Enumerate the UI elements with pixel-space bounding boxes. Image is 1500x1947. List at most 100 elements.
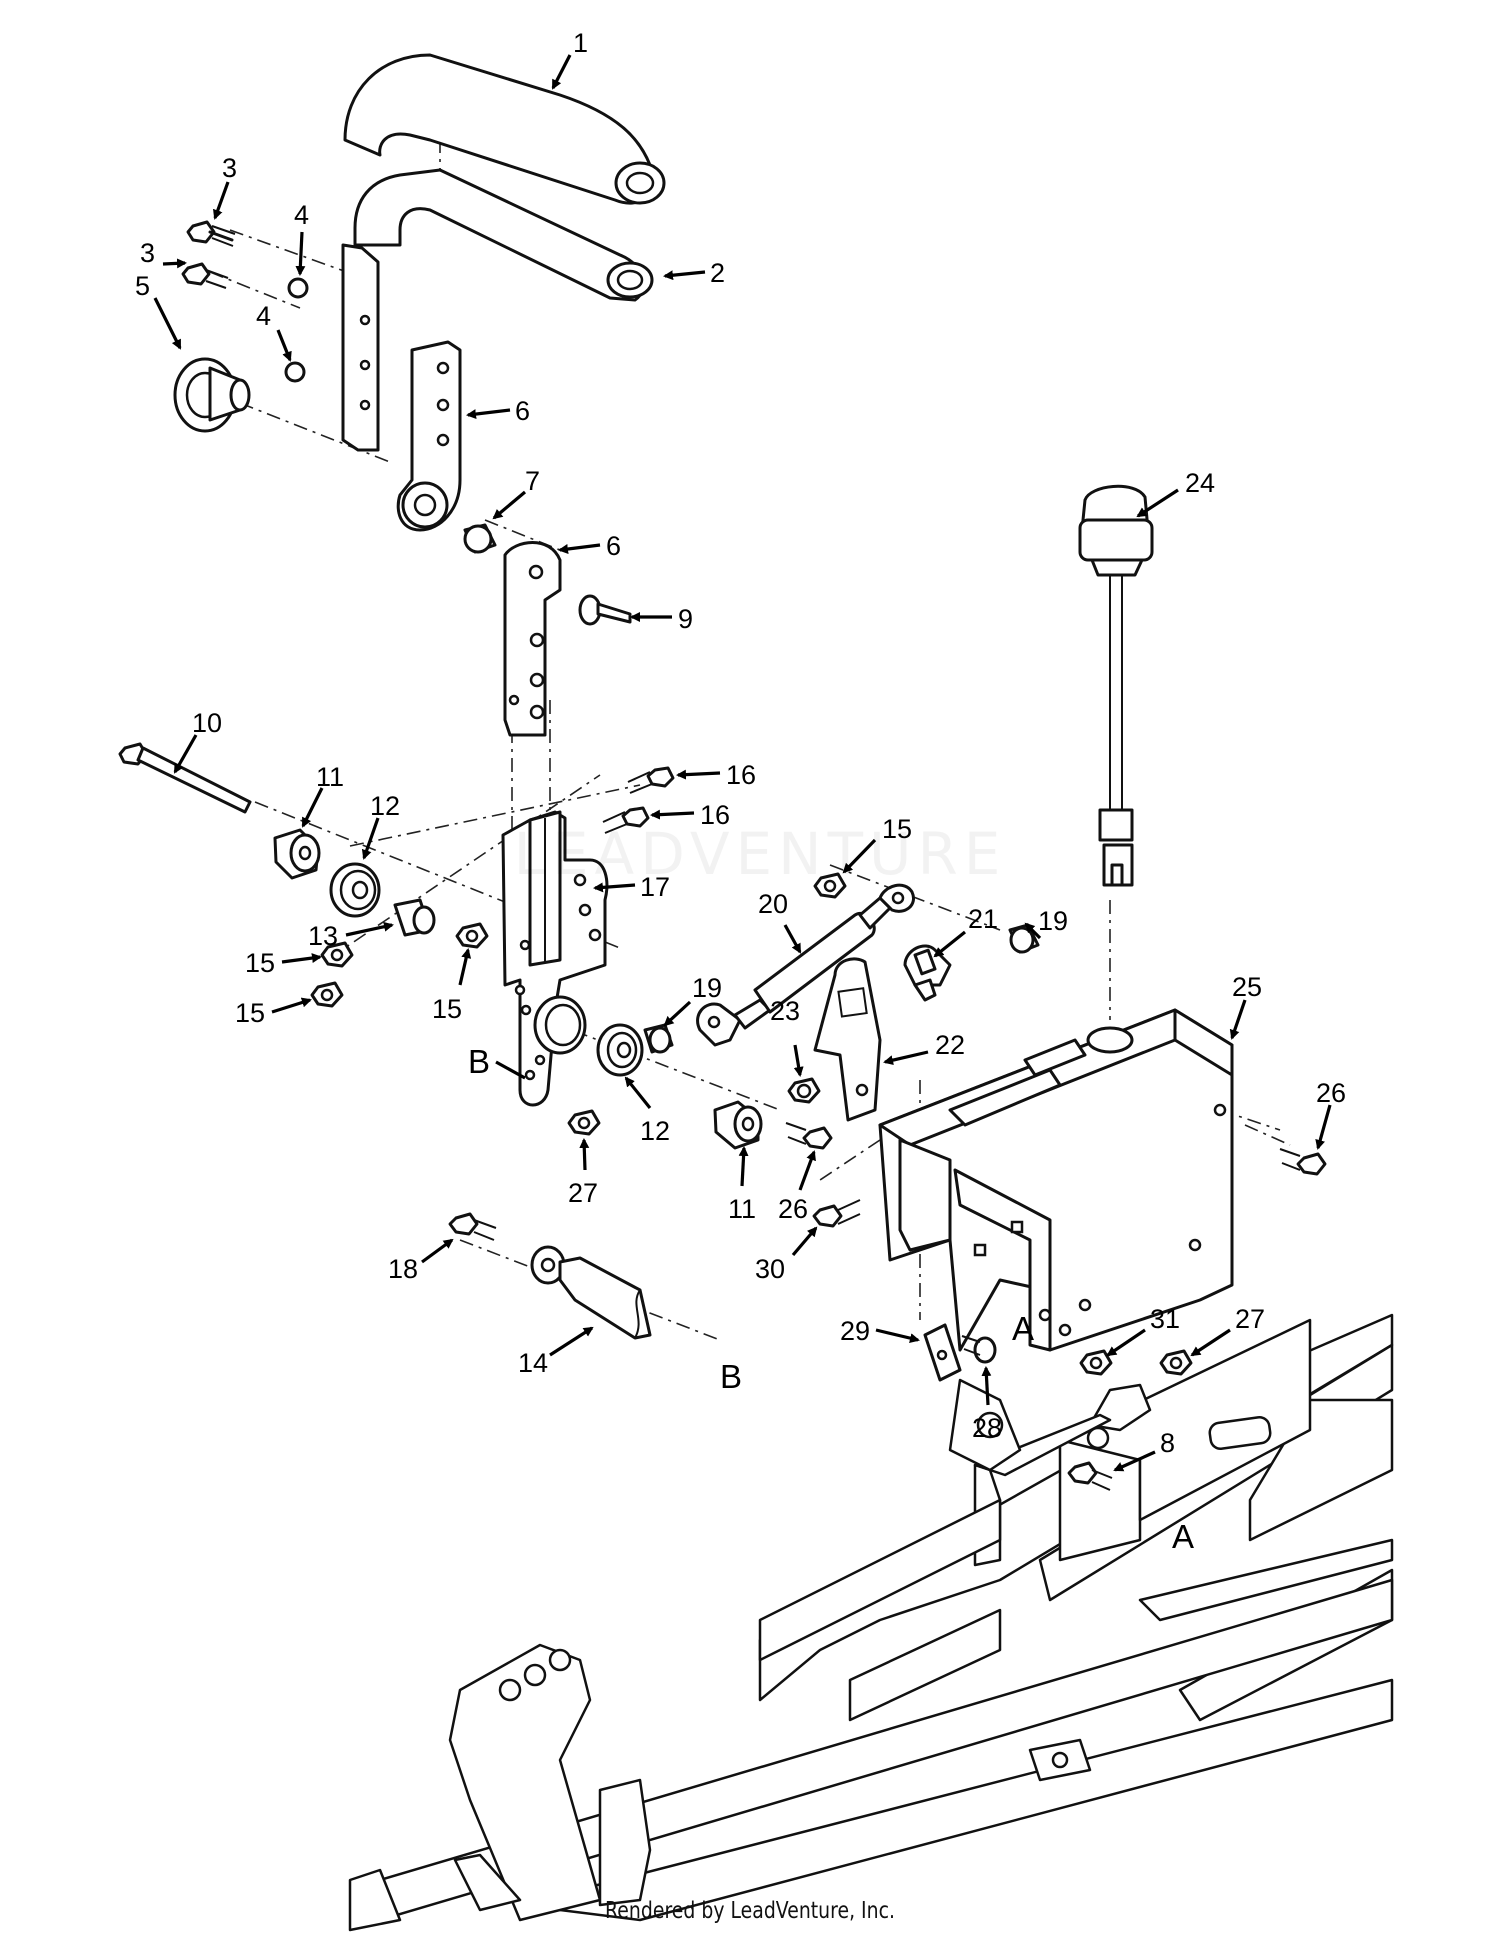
callout-label: 17: [640, 872, 670, 902]
callout-16-a: 16: [676, 760, 756, 790]
callout-label: 11: [728, 1194, 756, 1224]
callout-label: 20: [758, 889, 788, 919]
callout-label: 12: [640, 1116, 670, 1146]
callout-27-left: 27: [568, 1138, 598, 1208]
callout-label: 7: [525, 466, 540, 496]
nut-31: [1079, 1349, 1113, 1376]
adjust-arm-upper: [396, 340, 462, 532]
carriage-bolt: [578, 594, 632, 626]
switch-clip: [903, 944, 952, 1002]
callout-label: 15: [432, 994, 462, 1024]
clip-nut: [923, 1323, 962, 1382]
callout-6-upper: 6: [466, 396, 530, 426]
bushing-upper: [273, 828, 321, 880]
callout-15-d: 15: [842, 814, 912, 874]
bolt-18: [448, 1212, 497, 1241]
callout-20: 20: [758, 889, 802, 954]
callout-label: 3: [222, 153, 237, 183]
callout-label: 14: [518, 1348, 548, 1378]
callout-30: 30: [755, 1226, 818, 1284]
callout-label: 3: [140, 238, 155, 268]
long-bolt: [118, 742, 252, 814]
callout-18: 18: [388, 1238, 454, 1284]
nut-23: [787, 1077, 821, 1104]
callout-label: 16: [726, 760, 756, 790]
callout-1: 1: [551, 28, 588, 90]
linkage-rod: [530, 1245, 652, 1340]
bolt-8: [1067, 1461, 1113, 1491]
callout-24: 24: [1136, 468, 1215, 518]
callout-7: 7: [492, 466, 540, 520]
callout-label: 22: [935, 1030, 965, 1060]
nut-27-left: [567, 1109, 601, 1136]
callout-26-left: 26: [778, 1150, 816, 1224]
callout-label: 2: [710, 258, 725, 288]
callout-26-right: 26: [1315, 1078, 1346, 1150]
callout-17: 17: [593, 872, 670, 902]
callout-15-b: 15: [235, 997, 312, 1028]
handle-grip: [343, 53, 666, 205]
callout-22: 22: [883, 1030, 965, 1066]
callout-label: 30: [755, 1254, 785, 1284]
callout-label: 11: [316, 762, 344, 792]
callout-label: 29: [840, 1316, 870, 1346]
nut-27-right: [1159, 1349, 1193, 1376]
control-bracket: [501, 810, 609, 1107]
bearing-lower: [596, 1023, 644, 1077]
hex-bolt-16a: [627, 766, 675, 794]
lock-nut-a: [320, 941, 354, 968]
callout-27-right: 27: [1190, 1304, 1265, 1357]
callout-label: 10: [192, 708, 222, 738]
callout-label: 25: [1232, 972, 1262, 1002]
washer-middle: [284, 361, 306, 383]
spacer: [463, 523, 497, 554]
callout-8: 8: [1113, 1428, 1175, 1472]
lock-nut-c: [455, 922, 489, 949]
callout-12-upper: 12: [361, 791, 400, 860]
bolt-30: [812, 1199, 861, 1228]
spacer-small: [393, 898, 436, 937]
callout-16-b: 16: [650, 800, 730, 830]
callout-label: 9: [678, 604, 693, 634]
adjust-arm-lower: [503, 541, 562, 737]
callout-label: 27: [568, 1178, 598, 1208]
mower-frame: [348, 1313, 1394, 1932]
spacer-19-right: [1008, 923, 1040, 954]
damper: [696, 883, 915, 1047]
callout-12-lower: 12: [624, 1076, 670, 1146]
callout-3-lower: 3: [140, 238, 187, 269]
callout-15-c: 15: [432, 948, 472, 1024]
reference-letter-a-upper: A: [1012, 1310, 1034, 1347]
bushing-lower: [713, 1100, 763, 1150]
safety-switch: [1078, 484, 1154, 887]
callout-4-lower: 4: [256, 301, 292, 362]
mount-plate: [813, 957, 882, 1122]
control-handle: [341, 168, 654, 452]
bolt-middle: [181, 262, 229, 289]
main-bracket: [878, 1008, 1234, 1352]
callout-label: 16: [700, 800, 730, 830]
bolt-26-right: [1279, 1148, 1327, 1176]
callout-14: 14: [518, 1326, 594, 1378]
callout-28: 28: [972, 1366, 1002, 1443]
callout-label: 23: [770, 996, 800, 1026]
callout-label: 4: [256, 301, 271, 331]
callout-19-a: 19: [663, 973, 722, 1027]
callout-label: 31: [1150, 1304, 1180, 1334]
callout-5: 5: [135, 271, 182, 350]
callout-11-lower: 11: [728, 1146, 756, 1224]
callout-label: 6: [515, 396, 530, 426]
footer-credit: Rendered by LeadVenture, Inc.: [605, 1898, 895, 1924]
callout-31: 31: [1106, 1304, 1180, 1357]
callout-3-upper: 3: [213, 153, 237, 220]
callout-label: 15: [882, 814, 912, 844]
callout-2: 2: [663, 258, 725, 288]
spacer-19-left: [643, 1023, 674, 1054]
callout-19-b: 19: [1024, 906, 1068, 940]
callout-label: 4: [294, 200, 309, 230]
callout-25: 25: [1229, 972, 1262, 1040]
callout-label: 28: [972, 1413, 1002, 1443]
callout-label: 5: [135, 271, 150, 301]
reference-letter-b-upper: B: [468, 1043, 490, 1080]
